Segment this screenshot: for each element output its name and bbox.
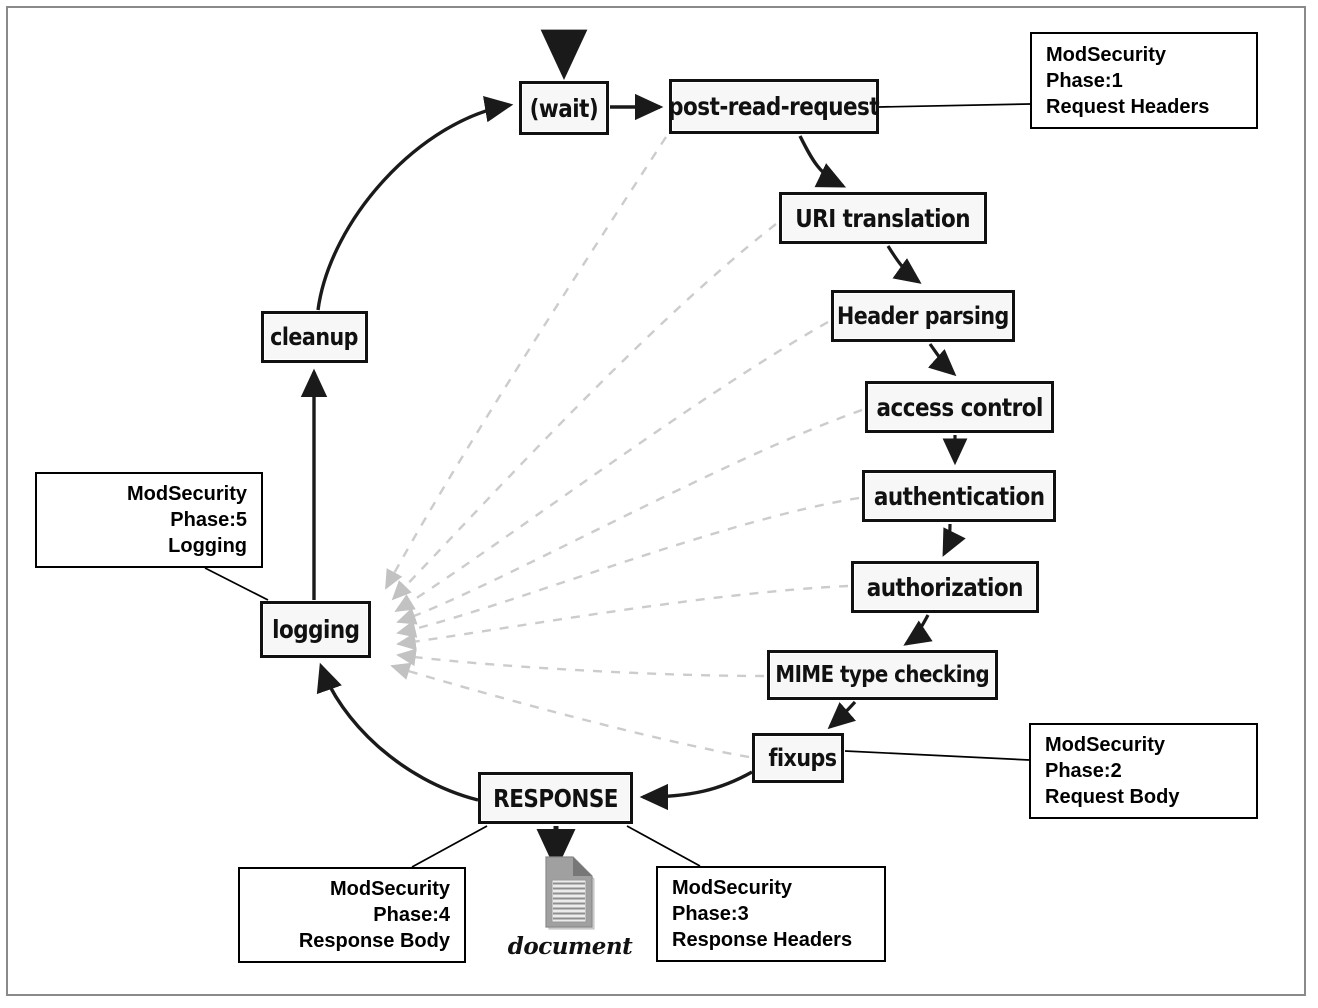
dashed-edge-fixups-to-logging [390,662,750,759]
edge-uri-to-header [886,245,922,284]
node-wait[interactable]: (wait) [519,81,609,135]
node-response[interactable]: RESPONSE [478,772,633,824]
callout-phase-5-line-1: ModSecurity Phase:5 [126,483,247,531]
callout-phase-3-line-2: Response Headers [672,929,853,951]
callout-modsecurity-phase-1: ModSecurity Phase:1 Request Headers [1030,32,1258,129]
callout-modsecurity-phase-2: ModSecurity Phase:2 Request Body [1029,723,1258,819]
callout-phase-1-line-1: ModSecurity Phase:1 [1046,43,1167,92]
callout-phase-5-line-2: Logging [168,535,247,557]
node-fixups-label: fixups [768,744,838,772]
node-wait-label: (wait) [529,93,599,123]
node-authentication-label: authentication [873,481,1045,511]
edge-cleanup-to-wait [316,96,514,311]
leader-phase3 [626,825,701,867]
dashed-edge-mime-to-logging [396,648,765,678]
dashed-edge-authz-to-logging [396,584,849,651]
node-authorization[interactable]: authorization [851,561,1039,613]
image-frame-border [6,6,1306,996]
edge-authn-to-authz [942,523,966,557]
leader-phase1 [878,103,1031,108]
node-cleanup-label: cleanup [270,323,359,351]
callout-phase-1-line-2: Request Headers [1046,95,1210,118]
callout-phase-2-line-1: ModSecurity Phase:2 [1045,734,1166,782]
node-access-control[interactable]: access control [865,381,1054,433]
edge-mime-to-fixups [827,700,857,730]
leader-phase5 [204,567,269,601]
node-post-read-request[interactable]: post-read-request [668,79,880,134]
node-header-parsing[interactable]: Header parsing [831,290,1015,342]
node-mime-type-checking-label: MIME type checking [775,662,990,688]
dashed-edge-authn-to-logging [396,496,860,638]
node-header-parsing-label: Header parsing [837,302,1009,330]
edge-fixups-to-response [639,770,753,811]
node-response-label: RESPONSE [493,783,618,813]
callout-phase-4-line-2: Response Body [298,930,450,952]
node-uri-translation[interactable]: URI translation [779,192,987,244]
callout-phase-2-line-2: Request Body [1045,786,1180,808]
callout-leader-lines [204,103,1031,868]
edge-response-to-logging [316,662,479,802]
leader-phase4 [411,825,488,868]
node-cleanup[interactable]: cleanup [261,311,368,363]
solid-edges [300,29,968,871]
dashed-logging-edges [384,136,863,759]
callout-modsecurity-phase-4: ModSecurity Phase:4 Response Body [238,867,466,963]
node-authentication[interactable]: authentication [862,470,1056,522]
dashed-edge-uri-to-logging [391,223,777,601]
dashed-edge-access-to-logging [396,408,863,625]
leader-phase2 [844,750,1030,761]
callout-phase-3-line-1: ModSecurity Phase:3 [672,877,793,925]
dashed-edge-post-read-to-logging [384,136,668,590]
callout-phase-4-line-1: ModSecurity Phase:4 [329,878,450,926]
document-caption: document [507,933,633,960]
node-fixups[interactable]: fixups [752,733,844,783]
node-mime-type-checking[interactable]: MIME type checking [767,650,998,700]
edge-authz-to-mime [903,614,933,646]
node-logging[interactable]: logging [260,601,371,658]
dashed-edge-header-to-logging [394,320,829,613]
edge-post-read-to-uri [798,135,847,188]
edge-header-to-access [928,343,957,377]
callout-modsecurity-phase-5: ModSecurity Phase:5 Logging [35,472,263,568]
node-logging-label: logging [271,615,360,644]
node-authorization-label: authorization [866,572,1024,602]
node-post-read-request-label: post-read-request [668,92,880,121]
node-access-control-label: access control [876,392,1043,422]
document-output: document [505,855,635,965]
node-uri-translation-label: URI translation [795,203,971,233]
callout-modsecurity-phase-3: ModSecurity Phase:3 Response Headers [656,866,886,962]
document-page-icon [545,856,595,930]
